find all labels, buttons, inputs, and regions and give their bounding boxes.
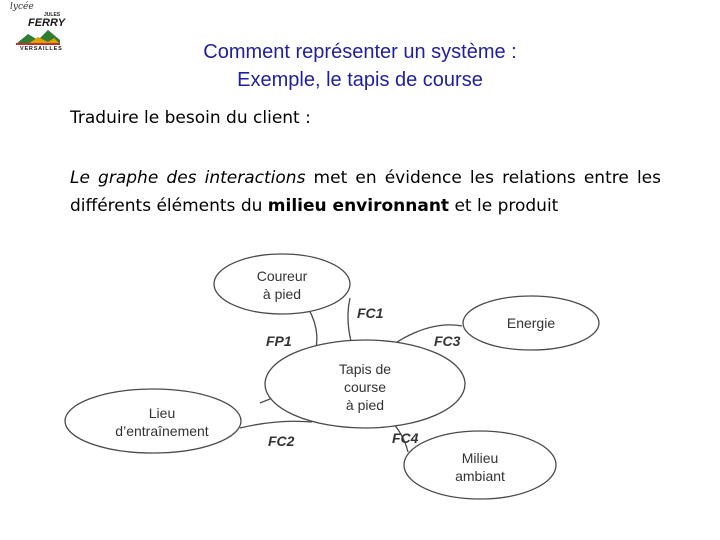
title-line-1: Comment représenter un système :: [203, 41, 517, 63]
node-tapis-label-1: Tapis de: [339, 361, 391, 377]
logo-city-text: VERSAILLES: [20, 46, 63, 52]
node-milieu-label-2: ambiant: [455, 468, 505, 484]
logo-graphic-icon: [16, 30, 60, 45]
logo-name-text: FERRY: [28, 17, 66, 29]
edge-label-fc2: FC2: [268, 433, 295, 449]
node-coureur-shape: [213, 253, 351, 315]
node-milieu-shape: [403, 430, 557, 500]
body-paragraph: Le graphe des interactions met en éviden…: [70, 164, 661, 220]
edge-label-fp1: FP1: [266, 333, 292, 349]
title-line-2: Exemple, le tapis de course: [237, 69, 483, 91]
subtitle: Traduire le besoin du client :: [70, 108, 311, 128]
node-coureur-label-1: Coureur: [257, 268, 308, 284]
para-bold: milieu environnant: [267, 196, 450, 216]
node-milieu-label-1: Milieu: [462, 450, 499, 466]
node-tapis-label-2: course: [344, 379, 386, 395]
edge-fc2: [239, 420, 313, 429]
node-energie-shape: [462, 295, 600, 351]
para-text-2: et le produit: [449, 196, 559, 216]
node-lieu-label-1: Lieu: [149, 405, 175, 421]
node-lieu-label-2: d’entraînement: [115, 423, 209, 439]
slide-title: Comment représenter un système : Exemple…: [100, 38, 620, 94]
para-italic: Le graphe des interactions: [70, 168, 306, 188]
para-text-1: met en évidence les relations entre les …: [70, 168, 661, 216]
node-tapis-label-3: à pied: [346, 397, 384, 413]
node-energie-label: Energie: [507, 315, 555, 331]
edge-label-fc4: FC4: [392, 430, 419, 446]
edge-label-fc3: FC3: [434, 333, 461, 349]
school-logo: lycée JULES FERRY VERSAILLES: [4, 2, 66, 60]
logo-script-text: lycée: [10, 2, 34, 12]
node-tapis-shape: [264, 339, 466, 429]
logo-small-text: JULES: [44, 12, 61, 18]
node-lieu-shape: [64, 388, 242, 454]
node-coureur-label-2: à pied: [263, 286, 301, 302]
edge-label-fc1: FC1: [357, 305, 384, 321]
